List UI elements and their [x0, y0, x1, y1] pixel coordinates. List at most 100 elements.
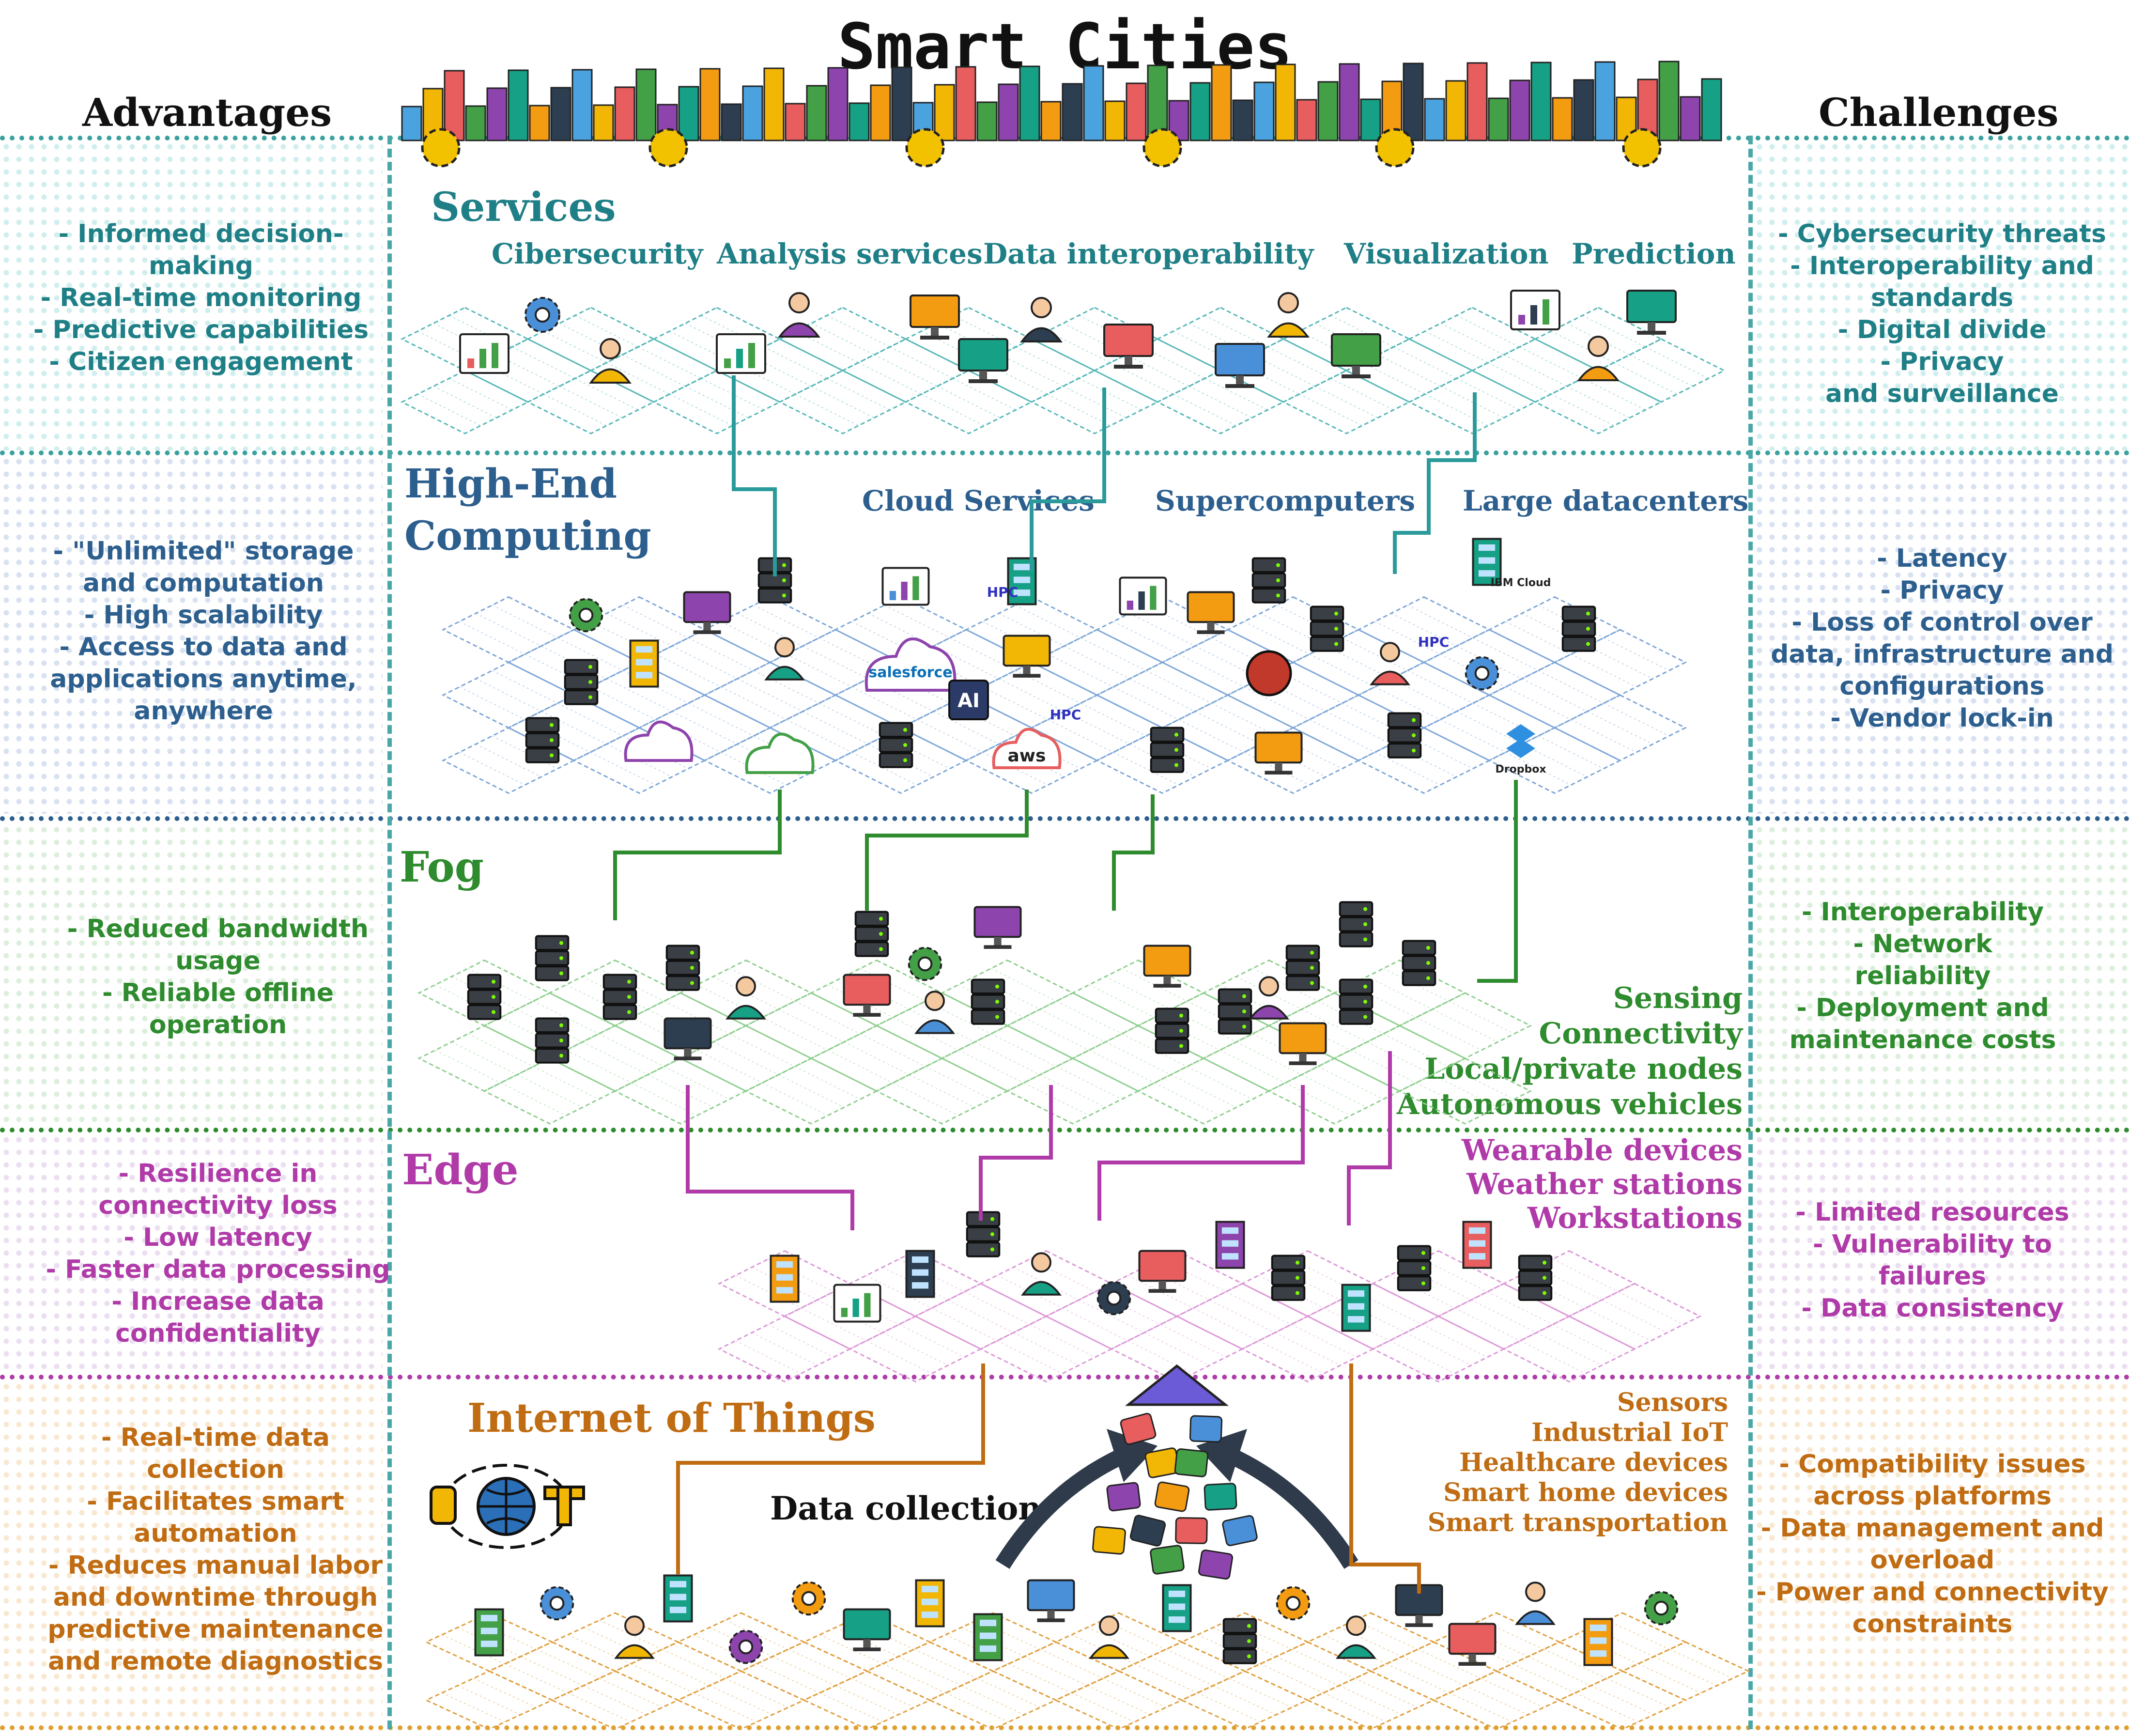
list-item: - Reduces manual labor — [48, 1551, 383, 1580]
data-item-icon — [1150, 1545, 1185, 1575]
list-item: - Privacy — [1880, 347, 2004, 376]
skyline-building-icon — [1466, 62, 1488, 141]
connector-computing-fog — [1477, 780, 1518, 983]
edge-advantages-list: - Resilience in connectivity loss - Low … — [39, 1158, 397, 1349]
skyline-building-icon — [1126, 82, 1147, 141]
list-item: making — [149, 251, 253, 280]
computing-building-icon — [629, 639, 659, 688]
list-item: configurations — [1839, 672, 2045, 701]
service-chart-icon — [716, 333, 766, 374]
google-cloud-icon — [745, 732, 815, 774]
list-item: - Vulnerability to — [1812, 1230, 2053, 1259]
computing-tile — [1226, 727, 1360, 794]
skyline-building-icon — [1147, 64, 1168, 141]
computing-gear-icon — [569, 598, 603, 633]
list-item: - Vendor lock-in — [1830, 704, 2054, 733]
computing-tile — [1095, 727, 1230, 794]
services-challenges-bg — [1753, 140, 2130, 450]
connector-edge-iot — [1349, 1364, 1421, 1594]
list-item: - Citizen engagement — [49, 347, 353, 376]
skyline-gear-icon — [1142, 128, 1182, 168]
iot-tile — [676, 1670, 806, 1730]
fog-challenges-list: - Interoperability - Network reliability… — [1744, 896, 2102, 1056]
fog-monitor-icon — [843, 974, 891, 1017]
skyline-gear-icon — [421, 128, 461, 168]
services-tile — [1156, 370, 1285, 434]
services-label-interoperability: Data interoperability — [983, 237, 1314, 270]
computing-building-icon — [1472, 538, 1502, 586]
iot-gear-icon — [540, 1586, 574, 1621]
service-monitor-icon — [1103, 324, 1154, 369]
data-item-icon — [1120, 1412, 1157, 1445]
iot-person-icon — [1089, 1615, 1129, 1659]
skyline-building-icon — [486, 87, 508, 141]
list-item: collection — [147, 1455, 284, 1484]
computing-advantages-list: - "Unlimited" storage and computation - … — [24, 535, 383, 727]
computing-chart-icon — [1119, 576, 1167, 616]
skyline-building-icon — [1552, 97, 1573, 141]
dropbox-text: Dropbox — [1495, 763, 1546, 775]
list-item: - Digital divide — [1837, 315, 2047, 344]
edge-tile — [1502, 1315, 1636, 1383]
skyline-building-icon — [998, 83, 1019, 141]
skyline-building-icon — [1403, 62, 1424, 141]
fog-server-icon — [665, 945, 700, 991]
data-item-icon — [1175, 1517, 1208, 1544]
fog-tile — [875, 1057, 1009, 1125]
computing-chart-icon — [881, 567, 930, 606]
divider-left — [387, 136, 392, 1729]
fog-label-vehicles: Autonomous vehicles — [1396, 1087, 1743, 1121]
edge-label-workstations: Workstations — [1528, 1201, 1743, 1235]
list-item: - Reliable offline — [102, 978, 334, 1008]
iot-building-icon — [1162, 1584, 1192, 1632]
service-monitor-icon — [958, 338, 1008, 383]
collection-arrow-left — [995, 1445, 1132, 1569]
computing-monitor-icon — [1254, 731, 1303, 775]
list-item: - Real-time monitoring — [40, 283, 362, 312]
service-person-icon — [1267, 292, 1310, 338]
skyline-building-icon — [806, 85, 827, 141]
edge-tile — [1371, 1315, 1506, 1383]
list-item: - Limited resources — [1795, 1198, 2069, 1227]
iot-person-icon — [614, 1615, 655, 1659]
skyline-building-icon — [571, 69, 593, 141]
connector-computing-fog — [613, 790, 782, 920]
fog-challenges-bg — [1753, 823, 2130, 1124]
edge-server-icon — [966, 1211, 1001, 1257]
computing-person-icon — [1370, 642, 1410, 685]
computing-server-icon — [525, 717, 560, 763]
computing-server-icon — [1251, 557, 1286, 604]
list-item: usage — [175, 946, 261, 976]
skyline-building-icon — [976, 101, 998, 141]
iot-tile — [1432, 1670, 1561, 1730]
list-item: - Cybersecurity threats — [1778, 219, 2106, 248]
iot-tile — [487, 1641, 617, 1701]
list-item: data, infrastructure and — [1771, 640, 2114, 669]
computing-tile — [964, 727, 1099, 794]
list-item: reliability — [1854, 961, 1991, 991]
data-item-icon — [1129, 1515, 1166, 1547]
skyline-building-icon — [934, 84, 955, 141]
iot-label-sensors: Sensors — [1617, 1388, 1728, 1417]
computing-tile — [572, 727, 707, 794]
list-item: - Reduced bandwidth — [67, 914, 369, 944]
edge-monitor-icon — [1138, 1250, 1187, 1293]
data-item-icon — [1154, 1481, 1190, 1512]
fog-label-connectivity: Connectivity — [1539, 1017, 1743, 1051]
computing-monitor-icon — [1003, 635, 1051, 678]
hpc-text: HPC — [987, 584, 1019, 600]
list-item: maintenance costs — [1789, 1025, 2056, 1054]
skyline-building-icon — [1189, 82, 1211, 141]
services-tile — [1533, 370, 1663, 434]
services-tile — [1030, 370, 1159, 434]
data-item-icon — [1222, 1515, 1258, 1547]
service-person-icon — [1577, 336, 1620, 381]
computing-monitor-icon — [683, 591, 731, 634]
fog-server-icon — [535, 935, 570, 981]
iot-person-icon — [1336, 1615, 1376, 1659]
iot-gear-icon — [791, 1581, 826, 1616]
fog-tile — [1267, 1057, 1402, 1125]
skyline-building-icon — [1062, 83, 1083, 141]
separator-services — [0, 450, 2130, 455]
computing-layer-title: High-End Computing — [404, 458, 651, 562]
